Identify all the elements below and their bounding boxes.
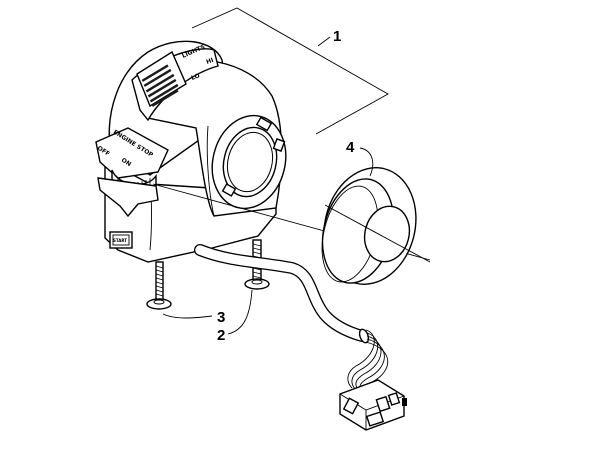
callout-2-label: 2 [217, 327, 225, 344]
start-button [109, 231, 133, 249]
callout-4-leader [359, 147, 374, 177]
callout-3-leader [162, 313, 213, 319]
light-switch-toggle [136, 50, 187, 108]
callout-3-label: 3 [217, 309, 225, 326]
start-label: START [113, 238, 127, 243]
screw-long [146, 261, 172, 310]
callout-1-bracket [191, 7, 389, 135]
lo-label: LO [190, 72, 201, 82]
grommet [321, 167, 431, 285]
callout-2-leader [227, 289, 253, 335]
callout-4-label: 4 [346, 139, 355, 156]
callout-1-label: 1 [333, 28, 341, 45]
handlebar-opening [211, 114, 287, 210]
connector-plug [339, 379, 407, 431]
hi-label: HI [205, 57, 214, 66]
on-label: ON [120, 157, 132, 168]
engine-stop-switch [95, 127, 169, 218]
